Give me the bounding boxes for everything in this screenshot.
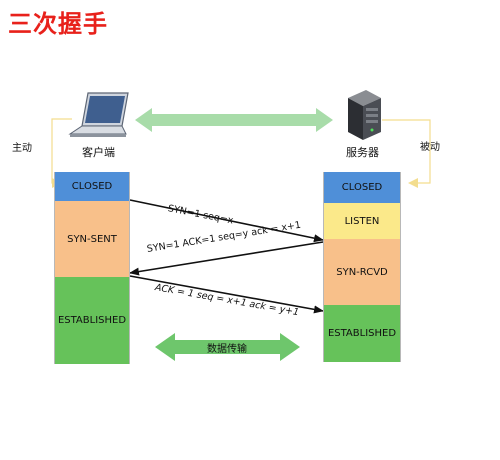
ack-arrow xyxy=(129,275,324,314)
server-state-closed: CLOSED xyxy=(323,172,401,203)
syn-ack-arrow xyxy=(129,241,324,276)
server-label: 服务器 xyxy=(346,146,379,159)
page-title: 三次握手 xyxy=(8,10,108,38)
server-state-listen: LISTEN xyxy=(323,203,401,239)
syn-arrow xyxy=(129,199,324,243)
server-state-established: ESTABLISHED xyxy=(323,305,401,362)
laptop-icon xyxy=(68,92,129,137)
server-side-label: 被动 xyxy=(420,142,440,153)
client-label: 客户端 xyxy=(82,146,115,159)
client-state-closed: CLOSED xyxy=(54,172,130,201)
server-passive-arrow xyxy=(382,119,431,188)
client-side-label: 主动 xyxy=(12,143,32,154)
data-transfer-arrow xyxy=(155,333,300,361)
server-state-syn-rcvd: SYN-RCVD xyxy=(323,239,401,305)
data-transfer-label: 数据传输 xyxy=(207,344,247,355)
connection-arrow xyxy=(135,108,333,132)
server-icon xyxy=(348,90,381,140)
client-state-syn-sent: SYN-SENT xyxy=(54,201,130,277)
client-state-established: ESTABLISHED xyxy=(54,277,130,364)
